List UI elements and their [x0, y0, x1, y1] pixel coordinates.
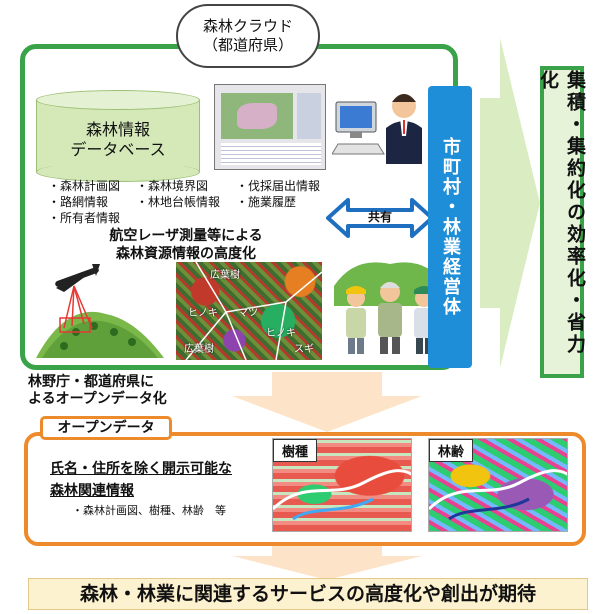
forest-age-map: 林齢	[428, 438, 568, 532]
forest-cloud-badge: 森林クラウド （都道府県）	[176, 4, 320, 68]
forest-label-sugi: スギ	[294, 344, 314, 355]
info-list-2: ・森林境界図 ・林地台帳情報	[136, 178, 220, 210]
info-list-1: ・森林計画図 ・路網情報 ・所有者情報	[48, 178, 120, 226]
laser-survey-caption: 航空レーザ測量等による 森林資源情報の高度化	[36, 227, 336, 263]
info-item: ・林地台帳情報	[136, 195, 221, 209]
open-data-line3: ・森林計画図、樹種、林齢 等	[72, 504, 226, 517]
tree-species-map-label: 樹種	[273, 439, 318, 462]
forest-label-broadleaf: 広葉樹	[210, 270, 240, 281]
right-arrow-icon	[480, 38, 540, 368]
open-data-tab: オープンデータ	[40, 416, 172, 440]
expected-outcome-banner: 森林・林業に関連するサービスの高度化や創出が期待	[28, 578, 588, 610]
forest-species-image: 広葉樹 ヒノキ マツ ヒノキ スギ 広葉樹	[176, 262, 322, 360]
cloud-title: 森林クラウド	[202, 17, 293, 35]
info-item: ・伐採届出情報	[236, 179, 321, 193]
info-item: ・施業履歴	[236, 195, 297, 209]
database-label-line1: 森林情報	[85, 120, 150, 139]
open-data-line1: 氏名・住所を除く開示可能な	[50, 461, 232, 477]
efficiency-result-box: 集積・集約化の効率化・省力化	[537, 66, 586, 378]
forest-label-hinoki: ヒノキ	[188, 308, 218, 319]
info-item: ・森林計画図	[48, 179, 121, 193]
municipality-bar: 市町村・林業経営体	[428, 86, 472, 368]
info-item: ・路網情報	[48, 195, 109, 209]
cloud-subtitle: （都道府県）	[202, 36, 293, 54]
down-arrow-icon-2	[232, 546, 422, 580]
open-data-caption-line1: 林野庁・都道府県に	[28, 374, 154, 390]
database-cylinder: 森林情報 データベース	[36, 90, 200, 182]
forest-label-hinoki-2: ヒノキ	[266, 328, 296, 339]
open-data-caption: 林野庁・都道府県に よるオープンデータ化	[28, 374, 167, 408]
office-worker-icon	[332, 94, 422, 164]
database-label-line2: データベース	[70, 140, 166, 159]
down-arrow-icon	[232, 372, 422, 432]
info-item: ・森林境界図	[136, 179, 209, 193]
open-data-caption-line2: よるオープンデータ化	[28, 391, 167, 407]
database-label: 森林情報 データベース	[36, 120, 200, 160]
open-data-line2: 森林関連情報	[50, 483, 134, 499]
info-item: ・所有者情報	[48, 211, 121, 225]
tree-species-map: 樹種	[272, 438, 412, 532]
laser-caption-line2: 森林資源情報の高度化	[116, 246, 256, 262]
laser-caption-line1: 航空レーザ測量等による	[109, 228, 263, 244]
share-label: 共有	[367, 210, 392, 224]
gis-screen-image	[214, 84, 326, 170]
forest-label-matsu: マツ	[238, 308, 258, 319]
forest-label-broadleaf-2: 広葉樹	[184, 344, 214, 355]
info-list-3: ・伐採届出情報 ・施業履歴	[236, 178, 320, 210]
airplane-laser-survey-icon	[36, 264, 164, 358]
forest-age-map-label: 林齢	[429, 439, 474, 462]
